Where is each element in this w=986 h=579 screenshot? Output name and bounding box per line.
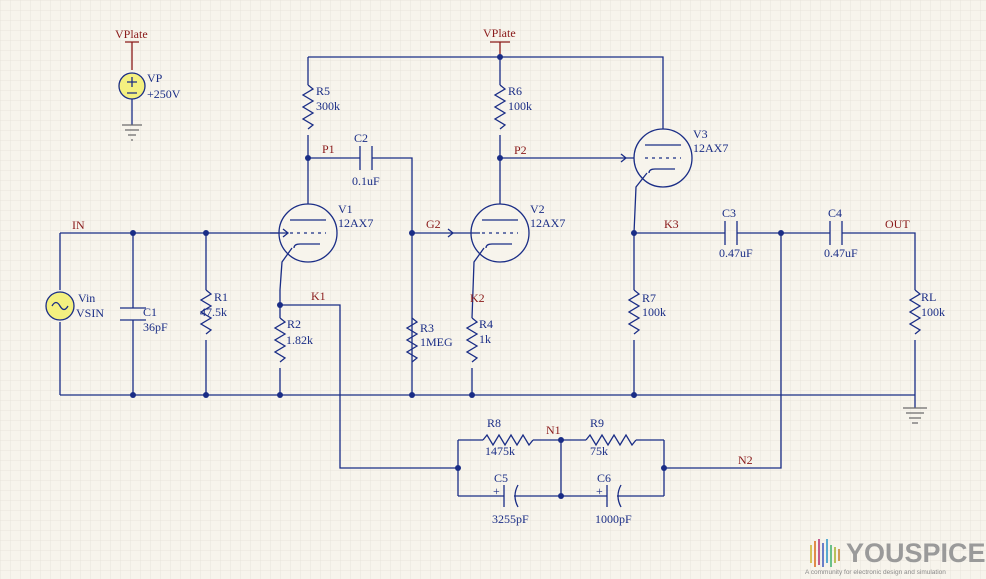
- r8-name: R8: [487, 416, 501, 430]
- resistor-rl: RL 100k: [908, 289, 945, 335]
- feedback-network: R8 1475k N1 R9 75k C5 + 3255pF C6 + 1000…: [455, 416, 667, 526]
- r6-name: R6: [508, 84, 522, 98]
- r7-value: 100k: [642, 305, 666, 319]
- youspice-tagline: A community for electronic design and si…: [805, 569, 946, 576]
- v3-value: 12AX7: [693, 141, 728, 155]
- c1-value: 36pF: [143, 320, 168, 334]
- youspice-brand-text: YOUSPICE: [846, 538, 986, 568]
- g2-net-label: G2: [426, 217, 441, 231]
- capacitor-c4: C4 0.47uF OUT N2: [664, 206, 916, 469]
- r4-name: R4: [479, 317, 493, 331]
- c4-name: C4: [828, 206, 842, 220]
- c3-name: C3: [722, 206, 736, 220]
- vp-supply-symbol: VPlate VP +250V: [115, 27, 181, 141]
- in-net-label: IN: [72, 218, 85, 232]
- c5-polarity: +: [493, 484, 500, 498]
- vp-value: +250V: [147, 87, 181, 101]
- vplate-rail-net-label: VPlate: [483, 26, 516, 40]
- c4-value: 0.47uF: [824, 246, 858, 260]
- r2-name: R2: [287, 317, 301, 331]
- v1-value: 12AX7: [338, 216, 373, 230]
- tube-v3: V3 12AX7: [633, 100, 728, 234]
- resistor-r2: K1 R2 1.82k: [273, 289, 458, 469]
- resistor-r6: R6 100k: [493, 84, 532, 130]
- v3-name: V3: [693, 127, 708, 141]
- out-net-label: OUT: [885, 217, 910, 231]
- c5-name: C5: [494, 471, 508, 485]
- k3-net-label: K3: [664, 217, 679, 231]
- tube-v1: V1 12AX7: [270, 57, 373, 305]
- resistor-r1: R1 47.5k: [199, 230, 228, 395]
- capacitor-c2: P1 C2 0.1uF: [305, 131, 413, 395]
- p1-net-label: P1: [322, 142, 335, 156]
- r1-name: R1: [214, 290, 228, 304]
- r5-name: R5: [316, 84, 330, 98]
- resistor-r7: K3 R7 100k: [627, 217, 679, 395]
- r9-value: 75k: [590, 444, 608, 458]
- c2-value: 0.1uF: [352, 174, 380, 188]
- c5-value: 3255pF: [492, 512, 529, 526]
- r5-value: 300k: [316, 99, 340, 113]
- r8-value: 1475k: [485, 444, 515, 458]
- r9-name: R9: [590, 416, 604, 430]
- c6-name: C6: [597, 471, 611, 485]
- c2-name: C2: [354, 131, 368, 145]
- plate-supply-rail: VPlate: [308, 26, 664, 100]
- r1-value: 47.5k: [200, 305, 227, 319]
- v2-name: V2: [530, 202, 545, 216]
- tube-v2: V2 12AX7: [460, 57, 565, 395]
- vin-type: VSIN: [76, 306, 104, 320]
- resistor-r3: G2 R3 1MEG: [405, 217, 460, 363]
- youspice-watermark: YOUSPICE A community for electronic desi…: [804, 533, 986, 579]
- v2-value: 12AX7: [530, 216, 565, 230]
- vin-source: IN Vin VSIN: [45, 218, 280, 395]
- r6-value: 100k: [508, 99, 532, 113]
- v1-name: V1: [338, 202, 353, 216]
- capacitor-c1: C1 36pF: [120, 230, 168, 395]
- r7-name: R7: [642, 291, 656, 305]
- c6-polarity: +: [596, 484, 603, 498]
- vplate-net-label: VPlate: [115, 27, 148, 41]
- n1-net-label: N1: [546, 423, 561, 437]
- c1-name: C1: [143, 305, 157, 319]
- rl-name: RL: [921, 290, 936, 304]
- r2-value: 1.82k: [286, 333, 313, 347]
- resistor-r4: K2 R4 1k: [465, 291, 493, 363]
- r4-value: 1k: [479, 332, 491, 346]
- r3-value: 1MEG: [420, 335, 453, 349]
- n2-net-label: N2: [738, 453, 753, 467]
- p2-node: P2: [497, 143, 634, 163]
- c6-value: 1000pF: [595, 512, 632, 526]
- rl-value: 100k: [921, 305, 945, 319]
- k2-net-label: K2: [470, 291, 485, 305]
- k1-net-label: K1: [311, 289, 326, 303]
- p2-net-label: P2: [514, 143, 527, 157]
- c3-value: 0.47uF: [719, 246, 753, 260]
- vin-name: Vin: [78, 291, 95, 305]
- r3-name: R3: [420, 321, 434, 335]
- resistor-r5: R5 300k: [301, 84, 340, 130]
- vp-name: VP: [147, 71, 163, 85]
- capacitor-c3: C3 0.47uF: [634, 206, 830, 260]
- youspice-logo-icon: [810, 539, 840, 567]
